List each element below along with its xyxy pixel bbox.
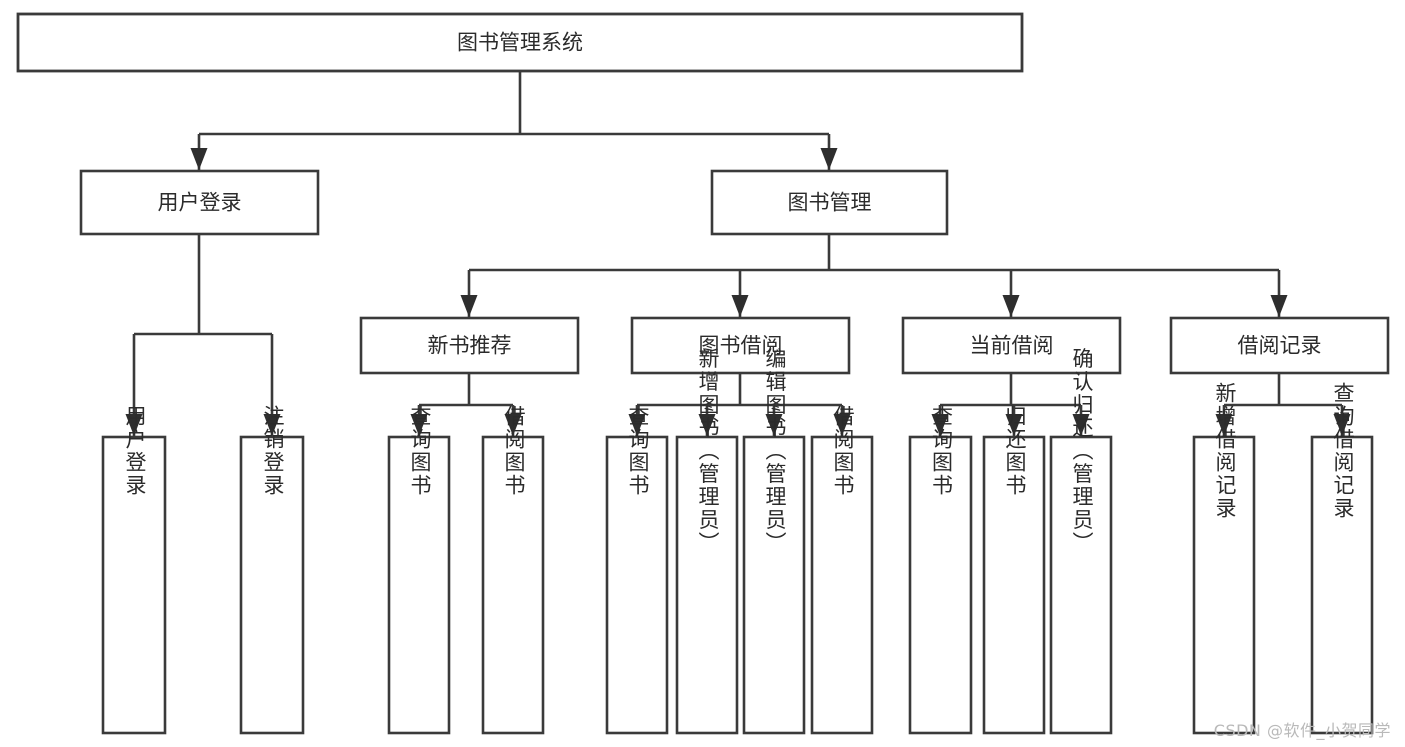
node-borrow-record-label: 借阅记录 (1238, 334, 1322, 358)
arrowhead-icon (1333, 414, 1351, 436)
node-leaf-edit-book-rect[interactable] (742, 435, 806, 735)
node-leaf-add-book-label: 新增图书（管理员） (696, 348, 720, 555)
arrowhead-icon (410, 414, 428, 436)
arrowhead-icon (263, 414, 281, 436)
node-leaf-query-book-1[interactable]: 查询图书 (387, 405, 451, 735)
node-root-system-label: 图书管理系统 (457, 31, 583, 55)
arrowhead-icon (931, 414, 949, 436)
node-current-borrow-label: 当前借阅 (970, 334, 1054, 358)
arrowhead-icon (765, 414, 783, 436)
node-leaf-borrow-book-2-rect[interactable] (810, 435, 874, 735)
node-leaf-edit-book[interactable]: 编辑图书（管理员） (742, 348, 806, 735)
node-leaf-query-book-2-label: 查询图书 (626, 405, 650, 497)
node-leaf-borrow-book-1[interactable]: 借阅图书 (481, 405, 545, 735)
node-leaf-confirm-return[interactable]: 确认归还（管理员） (1049, 348, 1113, 735)
node-leaf-add-book[interactable]: 新增图书（管理员） (675, 348, 739, 735)
node-root-system-rect[interactable] (16, 12, 1024, 73)
node-leaf-query-record-label: 查询借阅记录 (1331, 382, 1355, 520)
node-new-book-recommend-rect[interactable] (359, 316, 580, 375)
node-current-borrow-rect[interactable] (901, 316, 1122, 375)
arrowhead-icon (190, 148, 208, 170)
node-book-manage[interactable]: 图书管理 (710, 169, 949, 236)
node-leaf-query-book-3-label: 查询图书 (930, 405, 954, 497)
node-leaf-query-book-3[interactable]: 查询图书 (908, 405, 973, 735)
node-leaf-add-book-rect[interactable] (675, 435, 739, 735)
node-book-borrow[interactable]: 图书借阅 (630, 316, 851, 375)
node-leaf-query-book-2-rect[interactable] (605, 435, 669, 735)
node-current-borrow[interactable]: 当前借阅 (901, 316, 1122, 375)
arrowhead-icon (1270, 295, 1288, 317)
node-leaf-query-book-2[interactable]: 查询图书 (605, 405, 669, 735)
node-leaf-edit-book-label: 编辑图书（管理员） (763, 348, 787, 555)
node-leaf-query-book-1-rect[interactable] (387, 435, 451, 735)
node-root-system[interactable]: 图书管理系统 (16, 12, 1024, 73)
node-leaf-add-record[interactable]: 新增借阅记录 (1192, 382, 1256, 735)
node-leaf-borrow-book-1-rect[interactable] (481, 435, 545, 735)
node-book-manage-label: 图书管理 (788, 191, 872, 215)
connectors-layer (125, 71, 1351, 436)
node-book-borrow-label: 图书借阅 (699, 334, 783, 358)
arrowhead-icon (460, 295, 478, 317)
node-leaf-return-book[interactable]: 归还图书 (982, 405, 1046, 735)
node-book-manage-rect[interactable] (710, 169, 949, 236)
node-borrow-record-rect[interactable] (1169, 316, 1390, 375)
arrowhead-icon (698, 414, 716, 436)
node-leaf-borrow-book-2-label: 借阅图书 (831, 405, 855, 497)
arrowhead-icon (1005, 414, 1023, 436)
node-leaf-borrow-book-1-label: 借阅图书 (502, 405, 526, 497)
node-leaf-confirm-return-label: 确认归还（管理员） (1070, 348, 1094, 555)
node-leaf-add-record-rect[interactable] (1192, 435, 1256, 735)
node-new-book-recommend-label: 新书推荐 (428, 334, 512, 358)
node-leaf-return-book-label: 归还图书 (1003, 405, 1027, 497)
node-new-book-recommend[interactable]: 新书推荐 (359, 316, 580, 375)
node-leaf-user-logout-label: 注销登录 (261, 405, 285, 497)
node-leaf-confirm-return-rect[interactable] (1049, 435, 1113, 735)
csdn-watermark: CSDN @软件_小贺同学 (1213, 721, 1391, 740)
node-leaf-user-logout-rect[interactable] (239, 435, 305, 735)
arrowhead-icon (1072, 414, 1090, 436)
node-leaf-query-record-rect[interactable] (1310, 435, 1374, 735)
node-leaf-return-book-rect[interactable] (982, 435, 1046, 735)
arrowhead-icon (628, 414, 646, 436)
nodes-layer: 图书管理系统用户登录图书管理新书推荐图书借阅当前借阅借阅记录用户登录注销登录查询… (16, 12, 1390, 735)
node-leaf-borrow-book-2[interactable]: 借阅图书 (810, 405, 874, 735)
node-user-login-rect[interactable] (79, 169, 320, 236)
arrowhead-icon (1002, 295, 1020, 317)
node-borrow-record[interactable]: 借阅记录 (1169, 316, 1390, 375)
node-leaf-user-logout[interactable]: 注销登录 (239, 405, 305, 735)
node-leaf-user-login-label: 用户登录 (123, 405, 147, 497)
arrowhead-icon (125, 414, 143, 436)
node-leaf-user-login-rect[interactable] (101, 435, 167, 735)
node-leaf-add-record-label: 新增借阅记录 (1213, 382, 1237, 520)
node-leaf-query-book-1-label: 查询图书 (408, 405, 432, 497)
arrowhead-icon (504, 414, 522, 436)
arrowhead-icon (731, 295, 749, 317)
arrowhead-icon (1215, 414, 1233, 436)
arrowhead-icon (833, 414, 851, 436)
node-user-login[interactable]: 用户登录 (79, 169, 320, 236)
node-book-borrow-rect[interactable] (630, 316, 851, 375)
node-user-login-label: 用户登录 (158, 191, 242, 215)
node-leaf-user-login[interactable]: 用户登录 (101, 405, 167, 735)
node-leaf-query-record[interactable]: 查询借阅记录 (1310, 382, 1374, 735)
arrowhead-icon (820, 148, 838, 170)
node-leaf-query-book-3-rect[interactable] (908, 435, 973, 735)
